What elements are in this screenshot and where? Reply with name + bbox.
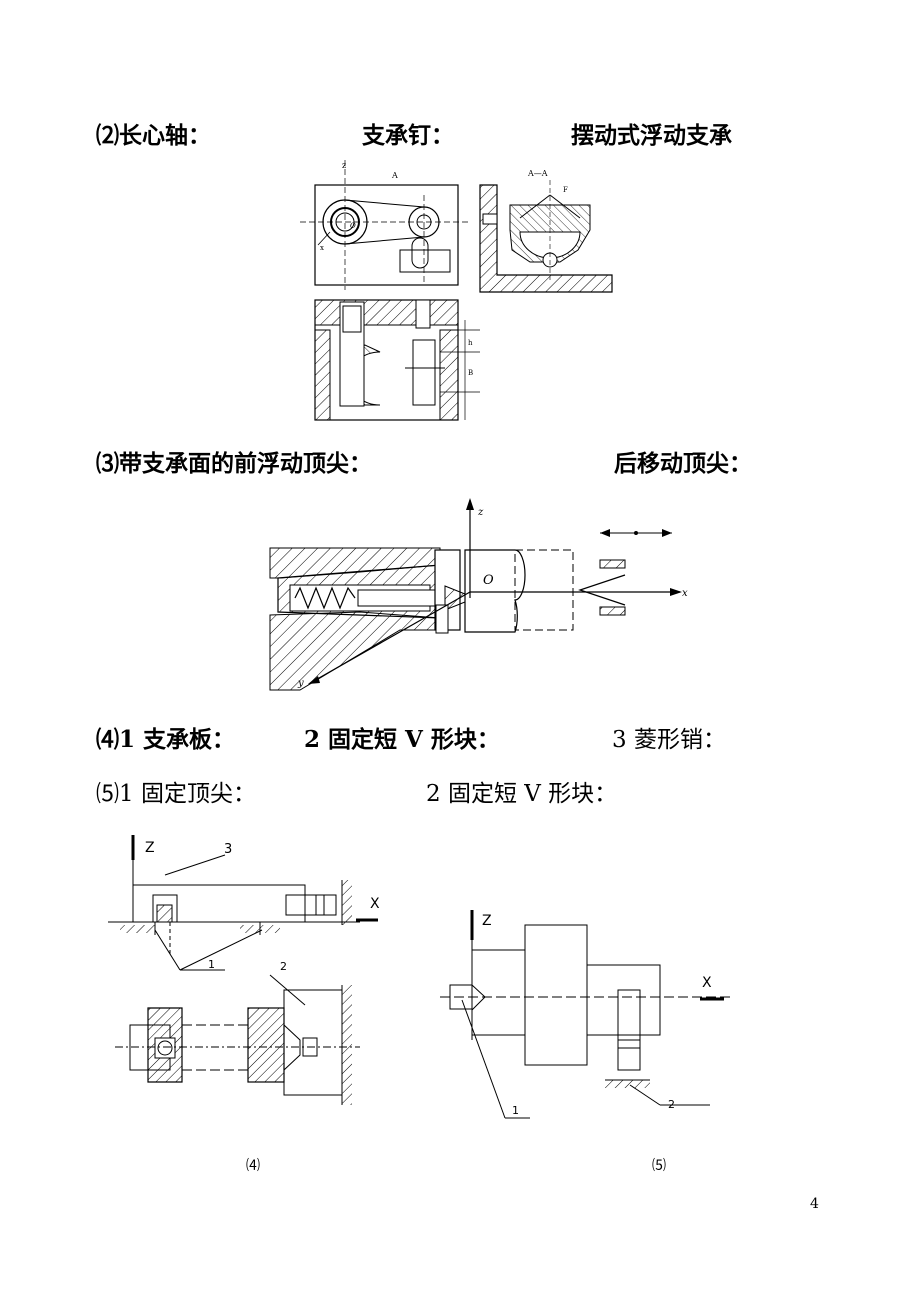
s4-label-1: ⑷1 支承板： [96,726,236,753]
s2-label-1: ⑵长心轴： [96,122,211,149]
s2-label-2: 支承钉： [362,122,454,149]
svg-text:1: 1 [512,1104,519,1117]
s3-label-2: 后移动顶尖： [614,450,752,477]
svg-text:Z: Z [145,840,155,856]
svg-text:x: x [320,244,324,252]
svg-text:A—A: A—A [527,169,548,178]
s5-label-1: ⑸1 固定顶尖： [96,781,256,807]
svg-text:z: z [342,161,346,170]
svg-text:1: 1 [208,958,215,971]
svg-text:O: O [350,222,356,230]
svg-text:B: B [468,369,473,377]
page-number: 4 [810,1196,819,1212]
svg-text:3: 3 [224,842,232,857]
svg-text:O: O [483,573,494,588]
svg-text:A: A [391,171,398,180]
svg-text:h: h [468,339,473,347]
svg-text:⑸: ⑸ [652,1158,666,1174]
svg-text:Z: Z [482,913,492,929]
svg-text:x: x [682,588,688,599]
svg-text:2: 2 [668,1098,675,1111]
s2-label-3: 摆动式浮动支承 [571,122,732,149]
svg-text:F: F [563,186,568,194]
svg-text:2: 2 [280,960,287,973]
svg-text:X: X [702,975,712,991]
svg-text:X: X [370,896,380,912]
s3-label-1: ⑶带支承面的前浮动顶尖： [96,450,372,477]
svg-text:z: z [477,507,484,518]
svg-text:y: y [297,678,304,689]
s4-label-2: 2 固定短 V 形块： [304,726,500,753]
s4-label-3: 3 菱形销： [612,727,726,753]
svg-text:⑷: ⑷ [246,1158,260,1174]
s5-label-2: 2 固定短 V 形块： [426,781,618,807]
